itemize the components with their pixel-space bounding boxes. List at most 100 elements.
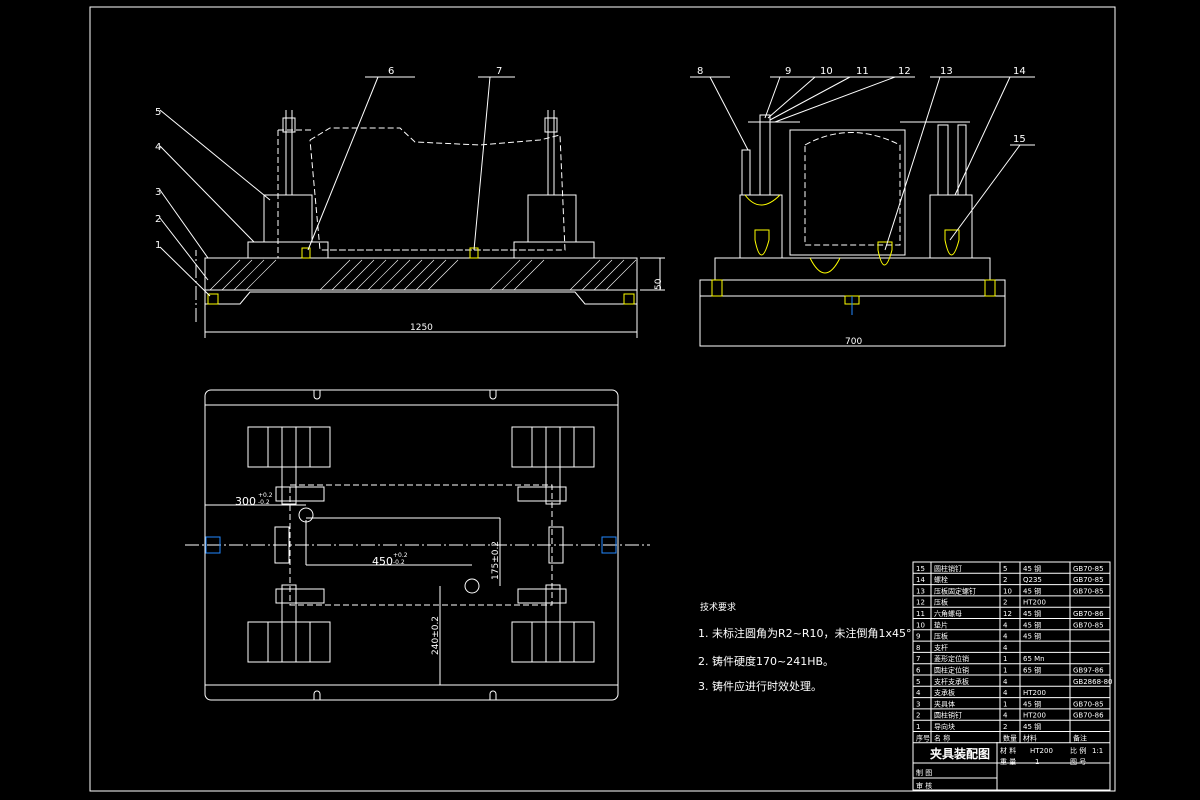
bom-cell-qty: 4	[1003, 633, 1008, 641]
plan-view	[185, 389, 650, 701]
bom-title: 夹具装配图	[930, 746, 990, 761]
bom-cell-name: 六角螺母	[934, 609, 962, 618]
bom-cell-mat: 65 钢	[1023, 666, 1041, 675]
bom-cell-qty: 1	[1003, 667, 1007, 675]
bom-cell-qty: 4	[1003, 644, 1008, 652]
callout-13: 13	[940, 66, 953, 77]
bom-cell-name: 圆柱销钉	[934, 711, 962, 720]
bom-checker-label: 审 核	[916, 781, 932, 790]
dim-240: 240±0.2	[431, 616, 441, 655]
bom-designer-label: 制 图	[916, 768, 932, 777]
bom-cell-qty: 4	[1003, 689, 1008, 697]
bom-cell-std: GB70-85	[1073, 587, 1104, 595]
bom-cell-std: GB97-86	[1073, 667, 1104, 675]
side-callout-labels: 8 9 10 11 12 13 14 15 700	[697, 66, 1026, 347]
callout-7: 7	[496, 66, 502, 77]
bom-drawing-no-label: 图 号	[1070, 758, 1086, 766]
callout-3: 3	[155, 187, 161, 198]
bom-cell-mat: HT200	[1023, 599, 1046, 607]
bom-cell-mat: 65 Mn	[1023, 655, 1045, 663]
bom-cell-mat: 45 钢	[1023, 609, 1041, 618]
bom-cell-name: 支承板	[934, 688, 955, 697]
bom-cell-name: 垫片	[934, 620, 948, 629]
bom-header-mat: 材料	[1023, 733, 1037, 742]
bom-cell-no: 2	[916, 712, 920, 720]
bom-cell-no: 11	[916, 610, 925, 618]
bom-scale-value: 1:1	[1092, 747, 1103, 755]
bom-cell-name: 压板	[934, 632, 948, 641]
bom-weight-label: 重 量	[1000, 758, 1016, 766]
bom-cell-name: 压板固定螺钉	[934, 586, 976, 595]
bom-cell-no: 6	[916, 667, 921, 675]
bom-material-label: 材 料	[1000, 746, 1016, 755]
bom-cell-name: 菱形定位销	[934, 654, 969, 663]
dim-450-tol-lower: -0.2	[393, 559, 405, 566]
callout-9: 9	[785, 66, 791, 77]
bom-cell-qty: 4	[1003, 621, 1008, 629]
bom-scale-label: 比 例	[1070, 746, 1086, 755]
bom-cell-std: GB2868-80	[1073, 678, 1112, 686]
bom-cell-std: GB70-85	[1073, 621, 1104, 629]
callout-8: 8	[697, 66, 703, 77]
callout-2: 2	[155, 214, 161, 225]
bom-cell-no: 4	[916, 689, 921, 697]
bom-cell-no: 9	[916, 633, 920, 641]
bom-cell-no: 10	[916, 621, 925, 629]
bom-cell-mat: HT200	[1023, 689, 1046, 697]
dim-300: 300	[235, 495, 256, 508]
bill-of-materials: 夹具装配图 材 料 HT200 比 例 1:1 重 量 1 图 号 制 图 审 …	[912, 561, 1112, 791]
bom-cell-qty: 4	[1003, 712, 1008, 720]
drawing-border	[89, 6, 1116, 792]
bom-cell-name: 圆柱销钉	[934, 564, 962, 573]
bom-cell-mat: 45 钢	[1023, 699, 1041, 708]
dim-300-tol-upper: +0.2	[258, 492, 273, 499]
bom-header-std: 备注	[1073, 733, 1087, 742]
bom-cell-no: 14	[916, 576, 925, 584]
bom-cell-no: 5	[916, 678, 920, 686]
dim-300-tol-lower: -0.2	[258, 499, 270, 506]
bom-cell-no: 13	[916, 587, 925, 595]
bom-cell-std: GB70-85	[1073, 565, 1104, 573]
note-3: 3. 铸件应进行时效处理。	[698, 679, 822, 693]
front-view	[159, 76, 665, 338]
bom-cell-mat: 45 钢	[1023, 722, 1041, 731]
bom-cell-name: 导向块	[934, 722, 955, 731]
bom-cell-std: GB70-85	[1073, 700, 1104, 708]
dim-700: 700	[845, 337, 862, 347]
bom-cell-mat: HT200	[1023, 712, 1046, 720]
bom-header-qty: 数量	[1003, 733, 1017, 742]
technical-notes: 技术要求 1. 未标注圆角为R2~R10，未注倒角1x45° 2. 铸件硬度17…	[698, 601, 912, 693]
dim-1250: 1250	[410, 323, 433, 333]
callout-12: 12	[898, 66, 911, 77]
bom-cell-qty: 10	[1003, 587, 1012, 595]
bom-cell-qty: 2	[1003, 599, 1007, 607]
callout-11: 11	[856, 66, 869, 77]
bom-cell-qty: 2	[1003, 576, 1007, 584]
callout-6: 6	[388, 66, 394, 77]
callout-5: 5	[155, 107, 161, 118]
bom-cell-name: 压板	[934, 598, 948, 607]
bom-material-value: HT200	[1030, 747, 1053, 755]
bom-cell-no: 1	[916, 723, 920, 731]
bom-cell-qty: 1	[1003, 700, 1007, 708]
bom-cell-no: 8	[916, 644, 920, 652]
callout-4: 4	[155, 142, 161, 153]
bom-cell-mat: 45 钢	[1023, 586, 1041, 595]
note-1: 1. 未标注圆角为R2~R10，未注倒角1x45°	[698, 626, 912, 640]
bom-cell-no: 12	[916, 599, 925, 607]
bom-cell-mat: 45 钢	[1023, 632, 1041, 641]
bom-cell-name: 夹具体	[934, 699, 955, 708]
dim-175: 175±0.2	[491, 541, 501, 580]
bom-cell-qty: 5	[1003, 565, 1007, 573]
bom-cell-mat: 45 钢	[1023, 564, 1041, 573]
bom-cell-qty: 2	[1003, 723, 1007, 731]
plan-dims: 300 +0.2 -0.2 450 +0.2 -0.2 175±0.2 240±…	[235, 492, 501, 655]
bom-header-name: 名 称	[934, 733, 950, 742]
callout-1: 1	[155, 240, 161, 251]
note-2: 2. 铸件硬度170~241HB。	[698, 654, 834, 668]
bom-cell-qty: 4	[1003, 678, 1008, 686]
notes-heading: 技术要求	[700, 601, 736, 613]
bom-cell-name: 支杆	[934, 643, 948, 652]
bom-cell-no: 15	[916, 565, 925, 573]
bom-cell-std: GB70-85	[1073, 576, 1104, 584]
